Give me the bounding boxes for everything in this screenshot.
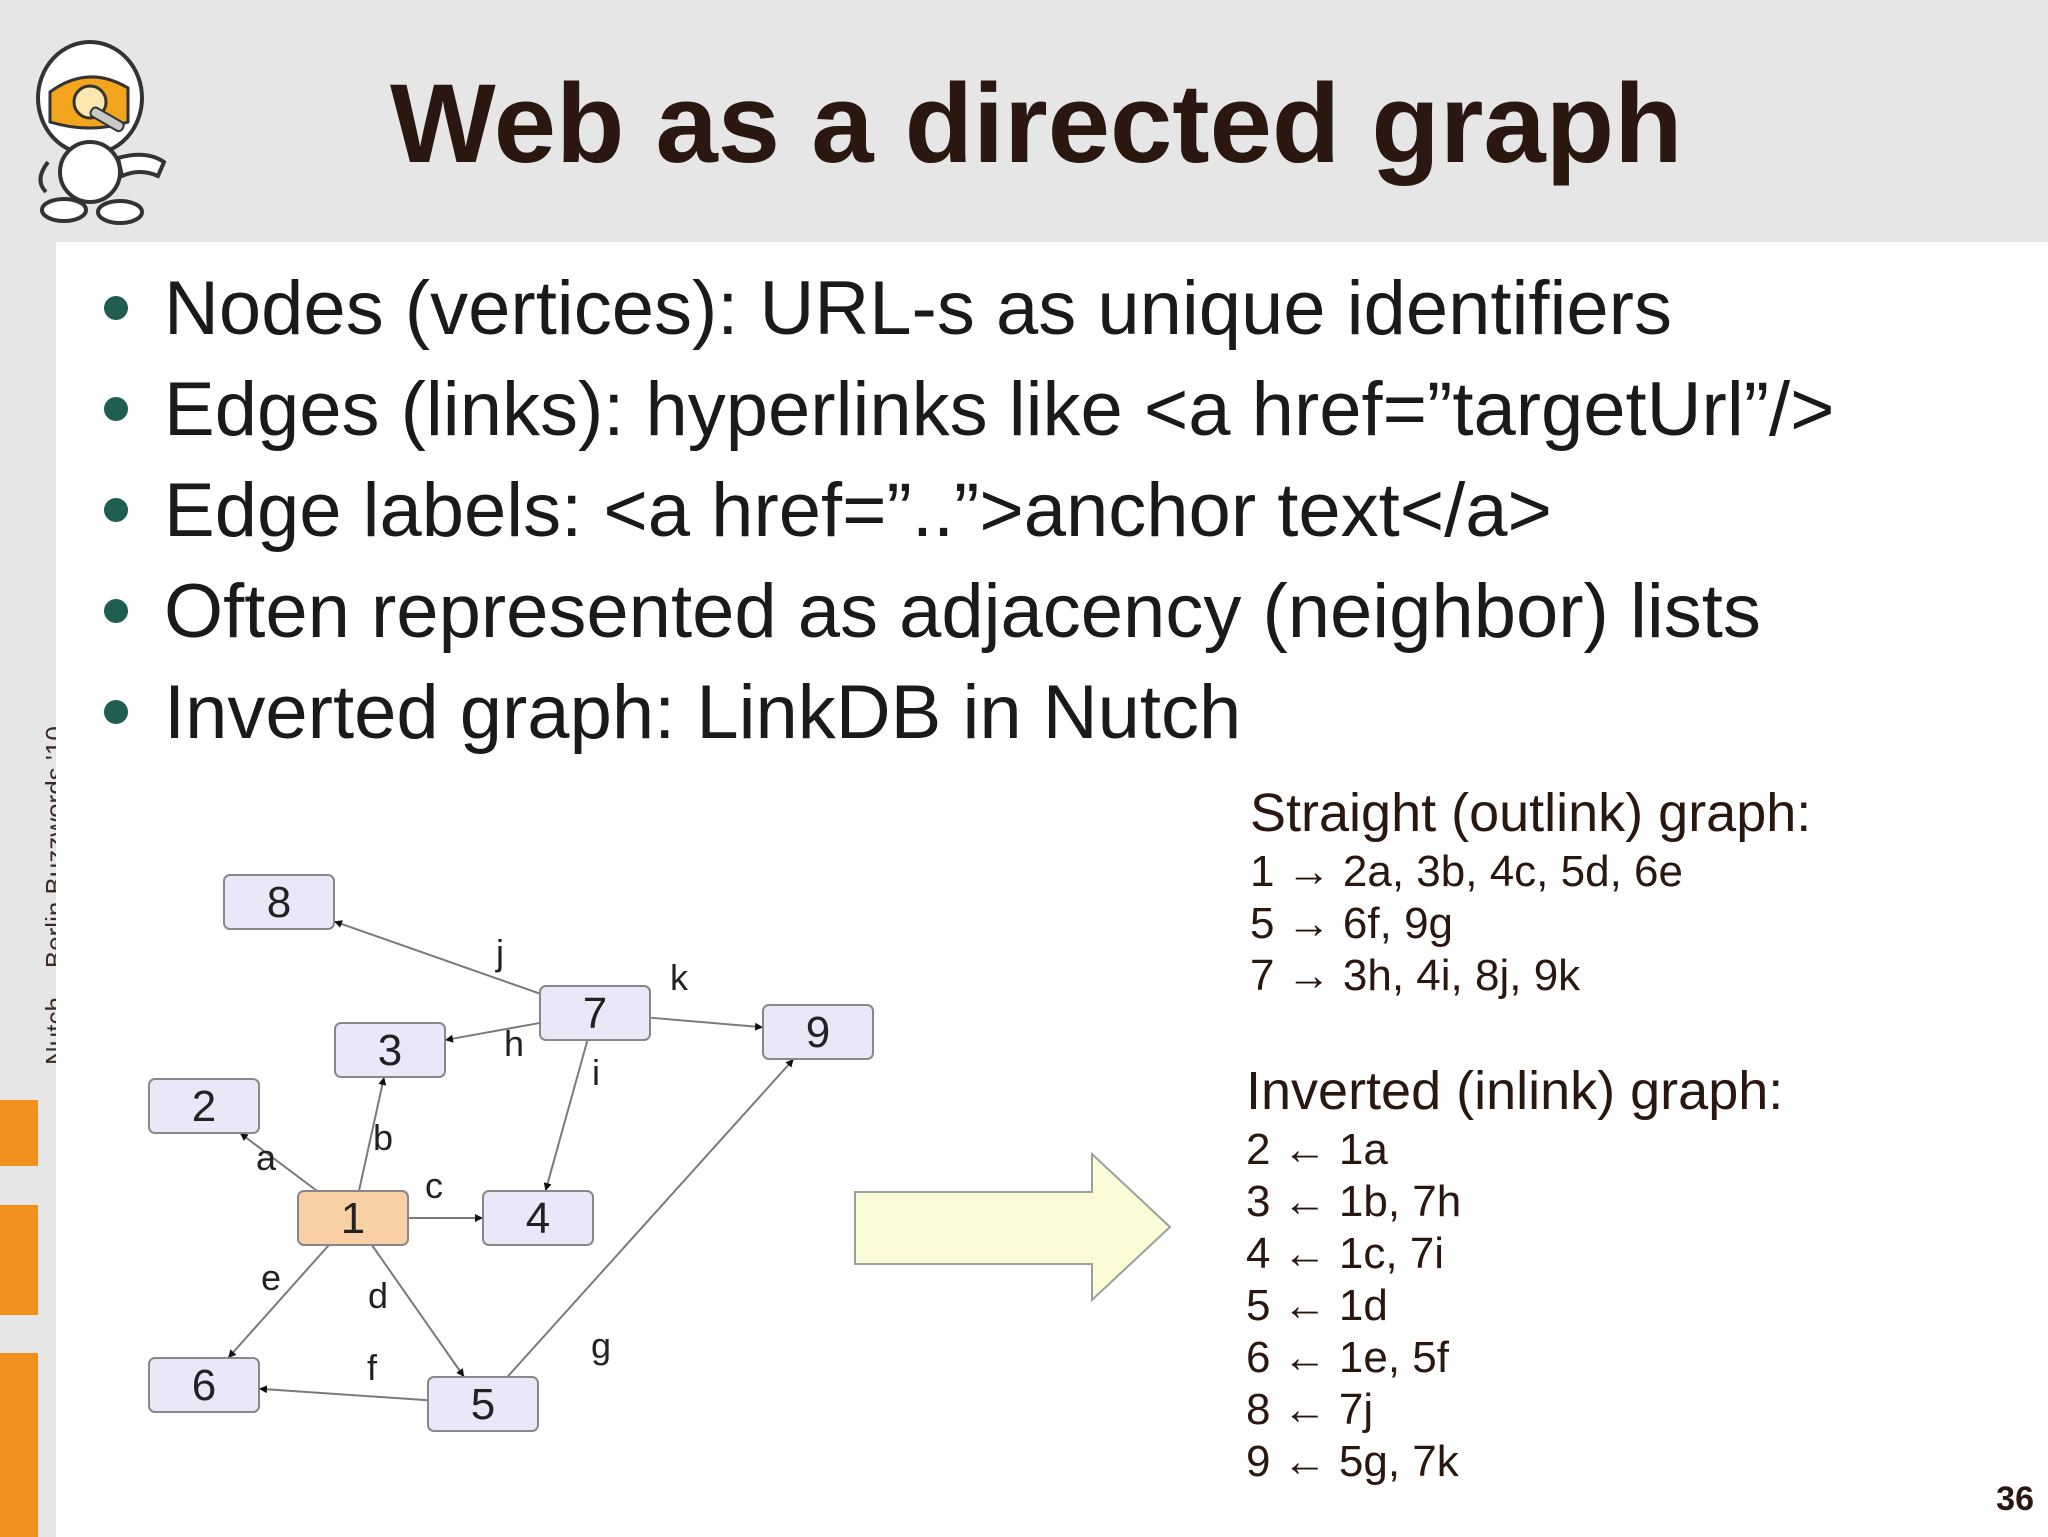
adjacency-line: 6 ← 1e, 5f: [1246, 1333, 1450, 1382]
adjacency-line: 5 ← 1d: [1246, 1281, 1388, 1330]
adjacency-line: 4 ← 1c, 7i: [1246, 1229, 1445, 1278]
node-label: 4: [526, 1194, 550, 1243]
node-box: [148, 1357, 260, 1413]
node-label: 6: [192, 1361, 216, 1410]
graph-node-8: 8: [223, 874, 335, 930]
inverted-graph-list: Inverted (inlink) graph: 2 ← 1a 3 ← 1b, …: [1246, 1058, 1783, 1488]
edge-label-k: k: [670, 957, 689, 998]
graph-node-4: 4: [482, 1190, 594, 1246]
adjacency-line: 1 → 2a, 3b, 4c, 5d, 6e: [1250, 847, 1683, 896]
graph-edge-1-6: [227, 1244, 330, 1359]
node-label: 1: [341, 1194, 365, 1243]
bullet-item: Inverted graph: LinkDB in Nutch: [96, 662, 1835, 763]
bullet-dot-icon: [104, 397, 128, 421]
edge-label-e: e: [261, 1257, 281, 1298]
graph-node-5: 5: [427, 1376, 539, 1432]
adjacency-line: 3 ← 1b, 7h: [1246, 1177, 1462, 1226]
node-box: [427, 1376, 539, 1432]
bullet-text: Often represented as adjacency (neighbor…: [164, 569, 1761, 654]
sidebar-accent-block: [0, 1100, 38, 1166]
bullet-item: Nodes (vertices): URL-s as unique identi…: [96, 258, 1835, 359]
sidebar: [0, 242, 56, 1537]
graph-edge-1-2: [239, 1132, 318, 1192]
adjacency-line: 2 ← 1a: [1246, 1125, 1388, 1174]
edge-label-h: h: [504, 1023, 524, 1064]
bullet-text: Edge labels: <a href=”..”>anchor text</a…: [164, 468, 1552, 553]
node-label: 9: [806, 1008, 830, 1057]
graph-edge-5-9: [506, 1058, 795, 1378]
graph-edge-1-3: [357, 1076, 387, 1192]
edge-label-i: i: [592, 1052, 600, 1093]
graph-node-6: 6: [148, 1357, 260, 1413]
adjacency-line: 9 ← 5g, 7k: [1246, 1437, 1459, 1486]
bullet-dot-icon: [104, 700, 128, 724]
graph-edge-5-6: [258, 1385, 429, 1402]
edge-label-d: d: [368, 1275, 388, 1316]
node-label: 8: [267, 878, 291, 927]
bullet-text: Inverted graph: LinkDB in Nutch: [164, 670, 1242, 755]
node-box: [223, 874, 335, 930]
node-box: [148, 1078, 260, 1134]
node-box: [539, 985, 651, 1041]
sidebar-accent-block: [0, 1353, 38, 1537]
bullet-list: Nodes (vertices): URL-s as unique identi…: [96, 258, 1835, 763]
graph-edge-1-5: [371, 1244, 465, 1378]
node-label: 7: [583, 989, 607, 1038]
edge-label-j: j: [495, 932, 504, 973]
straight-graph-heading: Straight (outlink) graph:: [1250, 783, 1812, 843]
graph-node-7: 7: [539, 985, 651, 1041]
nutch-mascot-icon: [36, 40, 167, 225]
slide-title: Web as a directed graph: [390, 61, 1683, 186]
node-box: [334, 1022, 446, 1078]
node-box: [297, 1190, 409, 1246]
graph-edge-7-3: [444, 1021, 541, 1043]
transform-arrow-icon: [854, 1151, 1172, 1303]
slide-header: [0, 0, 2048, 242]
bullet-text: Edges (links): hyperlinks like <a href=”…: [164, 367, 1835, 452]
graph-edge-7-8: [333, 920, 541, 995]
node-box: [482, 1190, 594, 1246]
node-label: 3: [378, 1026, 402, 1075]
bullet-item: Often represented as adjacency (neighbor…: [96, 561, 1835, 662]
graph-node-3: 3: [334, 1022, 446, 1078]
edge-label-b: b: [373, 1117, 393, 1158]
graph-edge-7-9: [649, 1016, 764, 1031]
bullet-dot-icon: [104, 296, 128, 320]
adjacency-line: 5 → 6f, 9g: [1250, 899, 1454, 948]
sidebar-accent-block: [0, 1205, 38, 1315]
edge-label-g: g: [591, 1325, 611, 1366]
node-label: 5: [471, 1380, 495, 1429]
inverted-graph-heading: Inverted (inlink) graph:: [1246, 1061, 1784, 1121]
edge-label-f: f: [367, 1347, 378, 1388]
bullet-item: Edges (links): hyperlinks like <a href=”…: [96, 359, 1835, 460]
graph-node-2: 2: [148, 1078, 260, 1134]
edge-label-a: a: [256, 1137, 277, 1178]
straight-graph-list: Straight (outlink) graph: 1 → 2a, 3b, 4c…: [1250, 780, 1811, 1002]
graph-node-9: 9: [762, 1004, 874, 1060]
bullet-dot-icon: [104, 498, 128, 522]
edge-label-c: c: [425, 1165, 443, 1206]
bullet-text: Nodes (vertices): URL-s as unique identi…: [164, 266, 1672, 351]
adjacency-line: 8 ← 7j: [1246, 1385, 1374, 1434]
node-box: [762, 1004, 874, 1060]
bullet-dot-icon: [104, 599, 128, 623]
slide-content: [56, 242, 2048, 1537]
bullet-item: Edge labels: <a href=”..”>anchor text</a…: [96, 460, 1835, 561]
node-label: 2: [192, 1082, 216, 1131]
graph-edge-7-4: [543, 1039, 589, 1192]
graph-node-1: 1: [297, 1190, 409, 1246]
adjacency-line: 7 → 3h, 4i, 8j, 9k: [1250, 951, 1581, 1000]
page-number: 36: [1996, 1480, 2034, 1518]
